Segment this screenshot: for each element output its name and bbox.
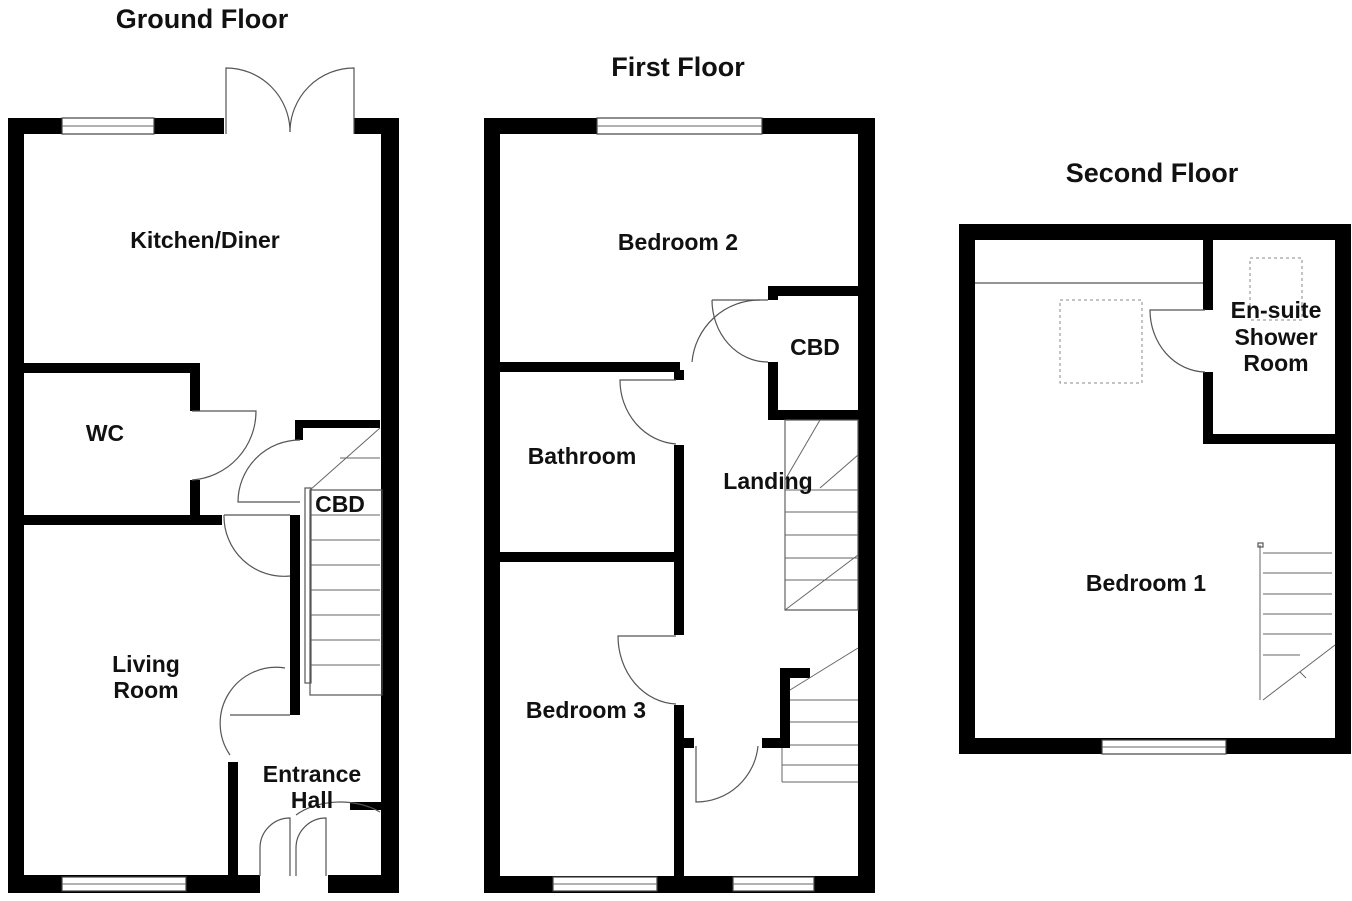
first-floor: First Floor	[484, 52, 875, 893]
second-floor-room-labels: En-suite Shower Room Bedroom 1	[1086, 297, 1321, 596]
second-floor-windows	[1101, 739, 1227, 755]
second-floor-doors	[1149, 309, 1206, 373]
second-floor-stairs	[1257, 542, 1336, 701]
second-floor-title: Second Floor	[1066, 158, 1239, 188]
room-label-living-line1: Living	[112, 651, 180, 677]
first-floor-windows	[552, 117, 815, 892]
room-label-cbd: CBD	[315, 491, 365, 517]
room-label-bedroom-3: Bedroom 3	[526, 697, 646, 723]
ground-floor-room-labels: Kitchen/Diner WC CBD Living Room Entranc…	[86, 227, 365, 813]
room-label-living-line2: Room	[113, 677, 178, 703]
room-label-entrance-line1: Entrance	[263, 761, 361, 787]
room-label-bedroom-2: Bedroom 2	[618, 229, 738, 255]
room-label-entrance-line2: Hall	[291, 787, 333, 813]
room-label-ensuite-line1: En-suite	[1231, 297, 1322, 323]
first-floor-room-labels: Bedroom 2 CBD Bathroom Landing Bedroom 3	[526, 229, 840, 723]
room-label-landing: Landing	[723, 468, 812, 494]
room-label-ensuite-line2: Shower	[1234, 324, 1317, 350]
second-floor-skylights	[1059, 257, 1303, 384]
first-floor-title: First Floor	[611, 52, 745, 82]
ground-floor-stairs	[304, 427, 383, 696]
ground-floor-doors	[191, 67, 381, 876]
room-label-first-cbd: CBD	[790, 334, 840, 360]
first-floor-stairs	[781, 419, 859, 783]
ground-floor-windows	[61, 117, 187, 892]
second-floor: Second Floor	[959, 158, 1351, 755]
ground-floor-title: Ground Floor	[116, 4, 289, 34]
room-label-kitchen-diner: Kitchen/Diner	[130, 227, 280, 253]
second-floor-walls	[959, 224, 1351, 754]
room-label-bedroom-1: Bedroom 1	[1086, 570, 1206, 596]
room-label-ensuite-line3: Room	[1243, 350, 1308, 376]
room-label-bathroom: Bathroom	[528, 443, 637, 469]
ground-floor: Ground Floor	[8, 4, 399, 893]
room-label-wc: WC	[86, 420, 124, 446]
first-floor-doors	[617, 299, 769, 803]
